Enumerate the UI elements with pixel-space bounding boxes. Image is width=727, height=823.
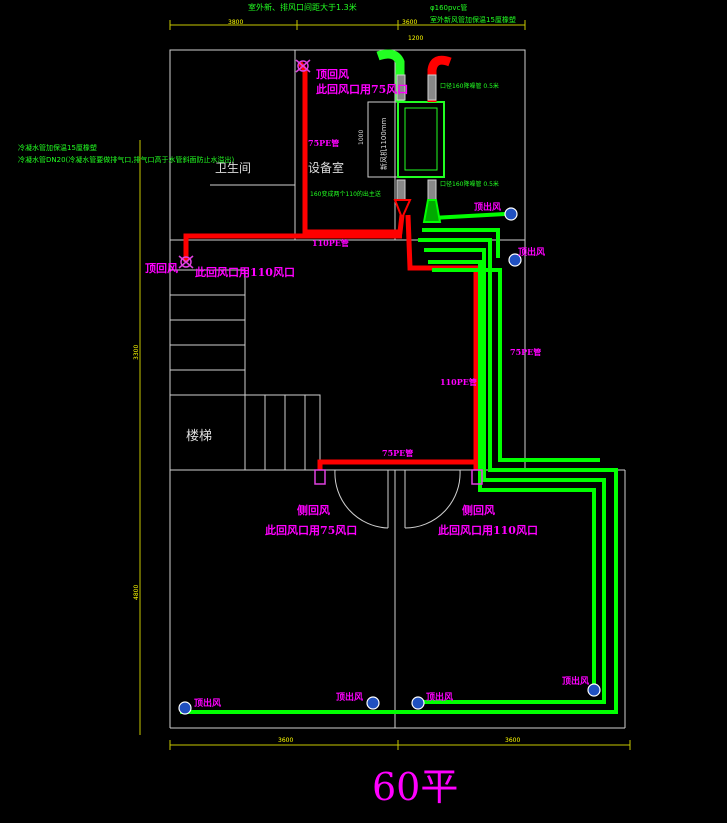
area-label: 60平 (372, 765, 458, 809)
unit-name: 新风机1100mm (379, 117, 388, 170)
top-return-note: 此回风口用75风口 (316, 82, 408, 96)
dim-bottom-right: 3600 (505, 737, 520, 744)
split-box-label: 160变成两个110的出主送 (310, 190, 381, 198)
side-return-r-label: 侧回风 (462, 503, 495, 517)
return-vent-side-r (471, 469, 483, 485)
top-supply-2: 顶出风 (518, 246, 545, 258)
bottom-supply-1: 顶出风 (194, 697, 221, 709)
fresh-insul-label: 室外新风管加保温15厘橡塑 (430, 15, 516, 24)
dim-bottom-left: 3600 (278, 737, 293, 744)
return-vent-left (178, 255, 194, 269)
supply-vent-5 (411, 696, 425, 710)
bottom-supply-2: 顶出风 (336, 691, 363, 703)
dim-left-a: 3300 (133, 345, 140, 360)
vent-drop-red (393, 199, 412, 221)
doors (334, 469, 461, 529)
bathroom-label: 卫生间 (215, 161, 251, 175)
supply-vent-6 (587, 683, 601, 697)
pipe-110-a: 110PE管 (312, 238, 349, 248)
vent-drop-green (422, 199, 442, 223)
outlet-2-label: 口径160降噪管 0.5米 (440, 180, 499, 188)
side-return-l-note: 此回风口用75风口 (265, 523, 357, 537)
side-return-l-label: 侧回风 (297, 503, 330, 517)
top-return-label: 顶回风 (316, 67, 349, 81)
dim-top-left: 3800 (228, 19, 243, 26)
pipe-75-b: 75PE管 (510, 347, 541, 357)
cond-pipe-label: 冷凝水管DN20(冷凝水管要做排气口,排气口高于水管斜面防止水溢出) (18, 155, 234, 164)
top-note: 室外新、排风口间距大于1.3米 (248, 2, 357, 12)
equip-room-label: 设备室 (308, 160, 344, 175)
supply-vent-1 (504, 207, 518, 221)
fresh-air-unit (367, 101, 445, 178)
supply-vents (178, 207, 601, 715)
stairs (169, 269, 321, 471)
unit-dim: 1000 (358, 130, 365, 145)
supply-vent-2 (508, 253, 522, 267)
cond-insul-label: 冷凝水管加保温15厘橡塑 (18, 143, 97, 152)
stairs-label: 楼梯 (186, 429, 212, 444)
return-vent-side-l (314, 469, 326, 485)
dimension-lines (139, 20, 631, 750)
left-return-note: 此回风口用110风口 (195, 265, 295, 279)
return-vents (178, 59, 483, 485)
dim-left-b: 4800 (133, 585, 140, 600)
bottom-supply-4: 顶出风 (562, 675, 589, 687)
outlet-1-label: 口径160降噪管 0.5米 (440, 82, 499, 90)
pipe-75-c: 75PE管 (382, 448, 413, 458)
pipe-75-a: 75PE管 (308, 138, 339, 148)
supply-duct-green (180, 200, 618, 714)
supply-vent-4 (366, 696, 380, 710)
left-return-label: 顶回风 (145, 261, 178, 275)
silencers (396, 74, 437, 201)
outdoor-ducts (376, 49, 452, 102)
duct-160-label: φ160pvc管 (430, 3, 467, 12)
return-vent-top (295, 59, 311, 73)
bottom-supply-3: 顶出风 (426, 691, 453, 703)
supply-vent-3 (178, 701, 192, 715)
dim-top-mid: 3600 (402, 19, 417, 26)
side-return-r-note: 此回风口用110风口 (438, 523, 538, 537)
top-supply-1: 顶出风 (474, 201, 501, 213)
dim-top-small: 1200 (408, 35, 423, 42)
pipe-110-b: 110PE管 (440, 377, 477, 387)
